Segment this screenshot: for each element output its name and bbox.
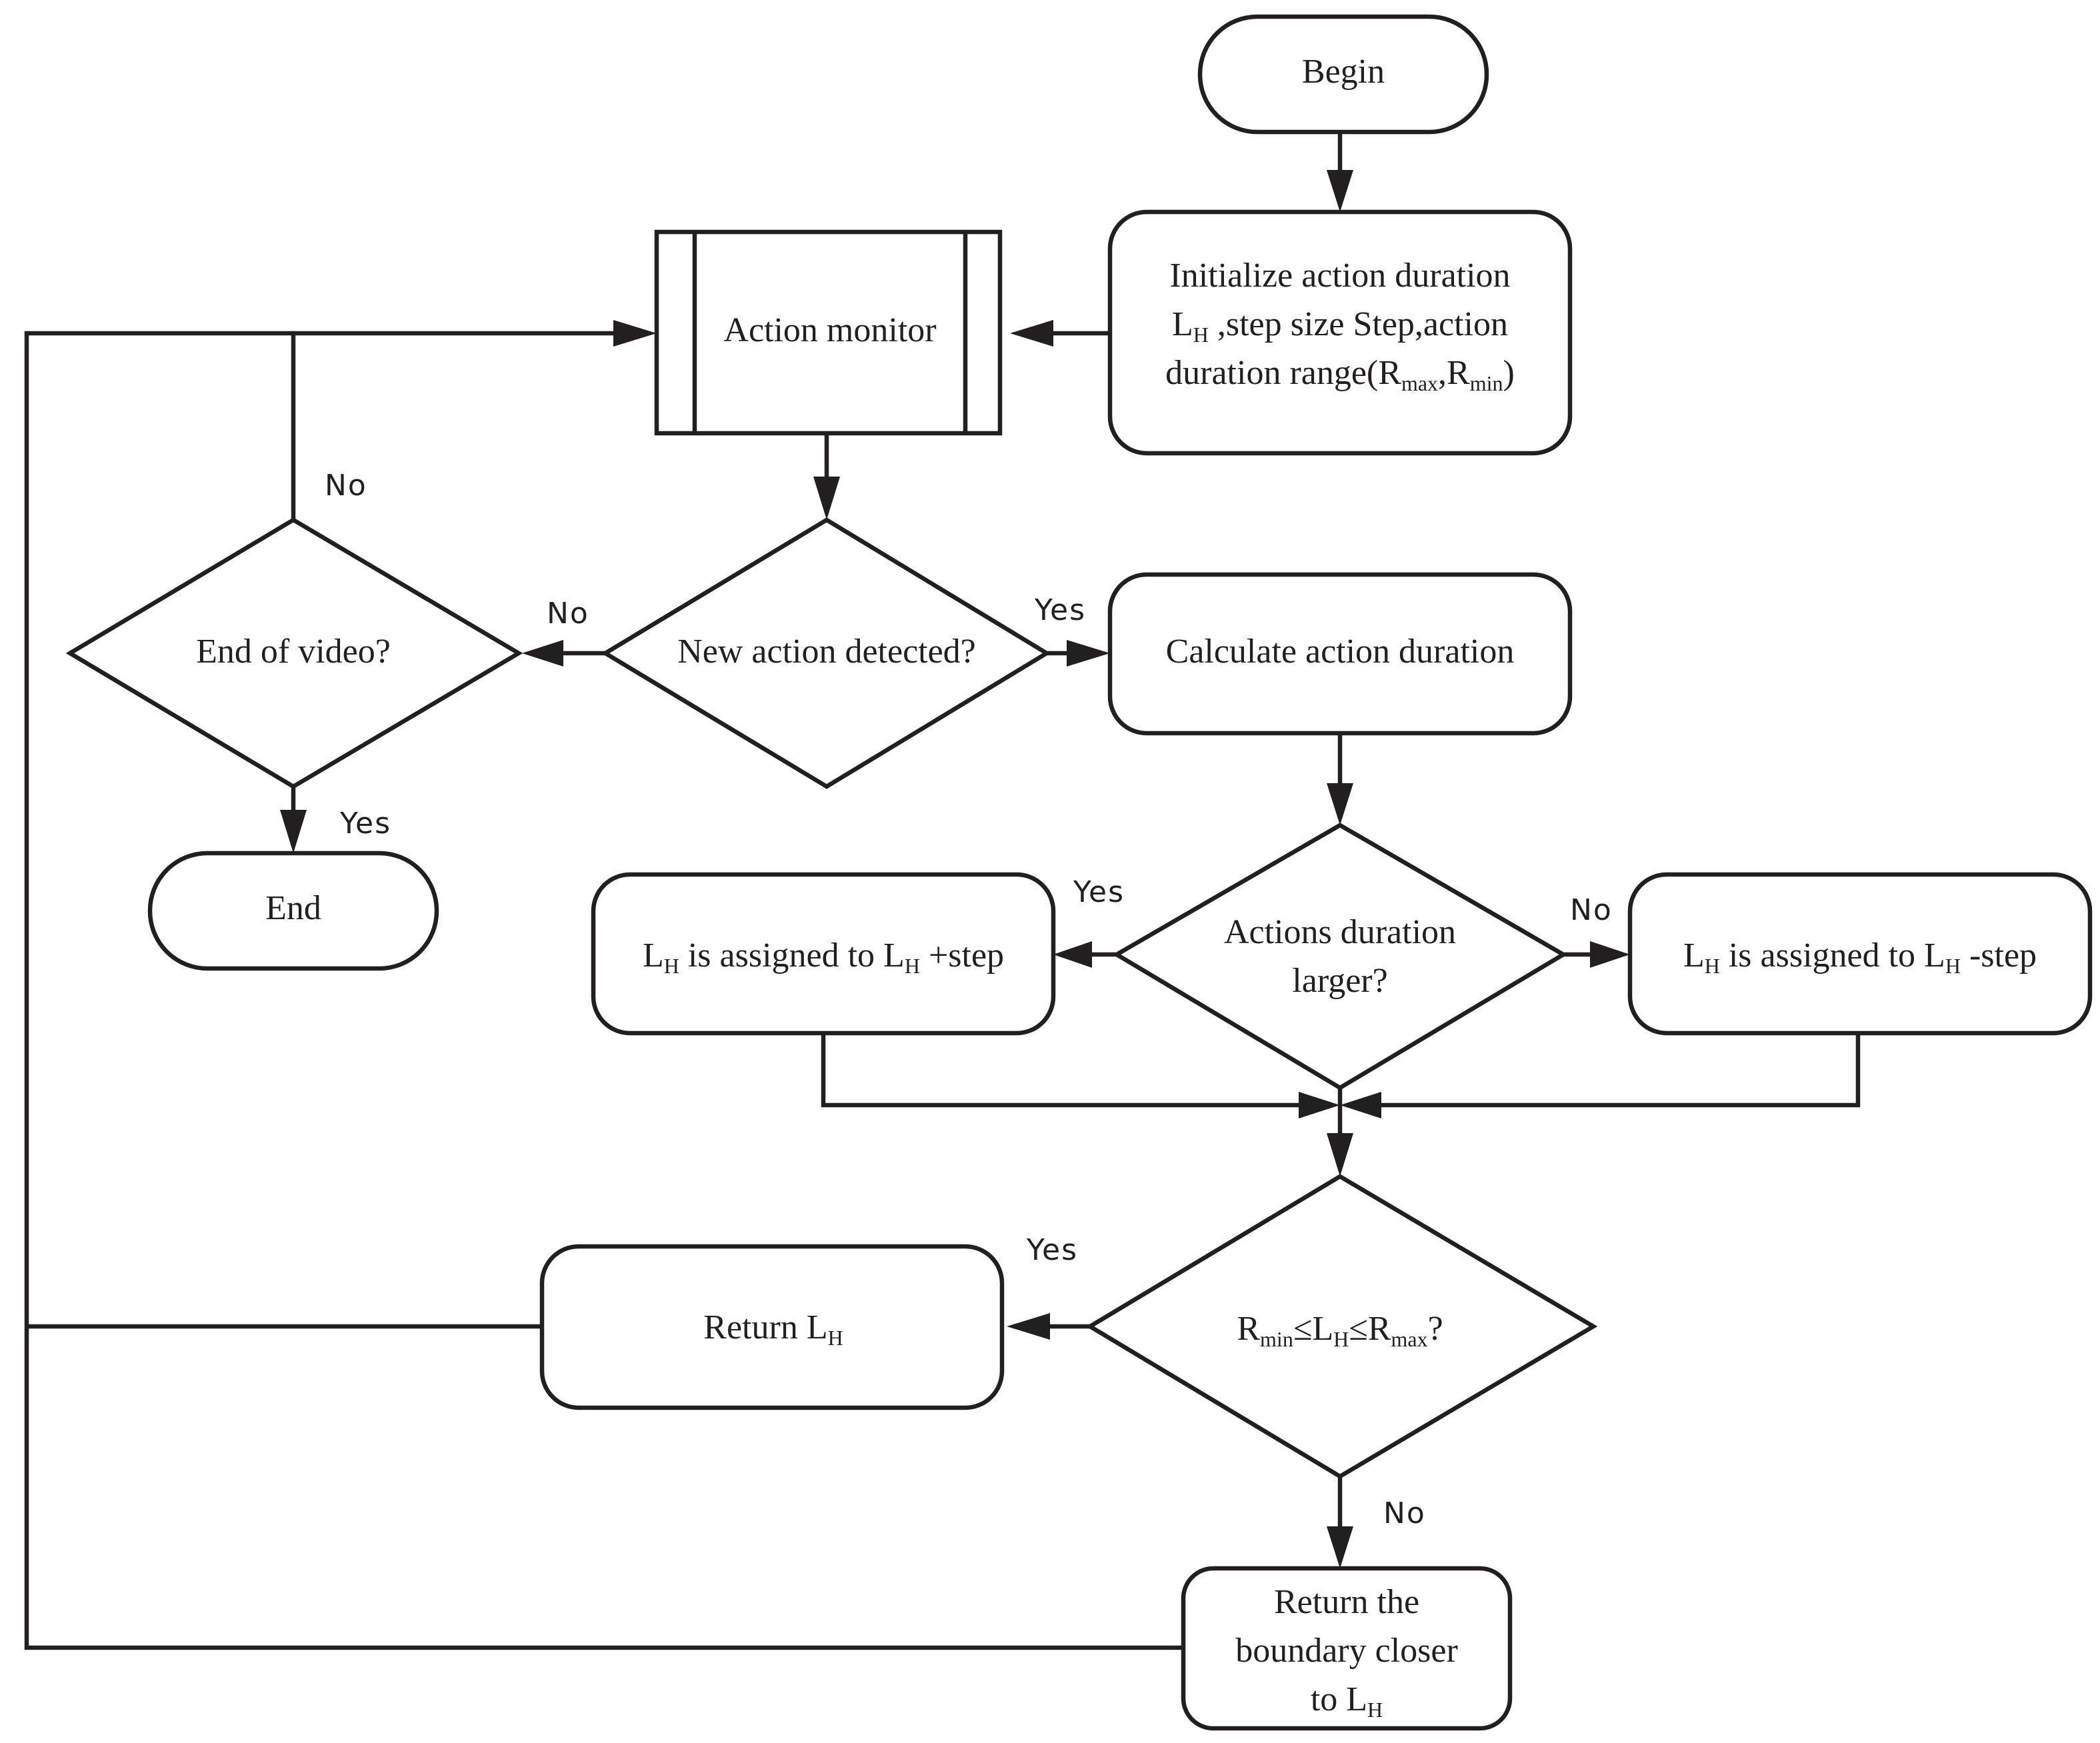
label-yes-larger: Yes <box>1073 875 1125 909</box>
larger-line1: Actions duration <box>1224 913 1456 951</box>
label-no-range: No <box>1383 1496 1426 1530</box>
edge-labels: No No Yes Yes Yes No Yes No <box>325 469 1613 1530</box>
node-return-boundary: Return the boundary closer to LH <box>1181 1566 1513 1731</box>
range-label: Rmin≤LH≤Rmax? <box>1237 1310 1443 1351</box>
arrow-down-range <box>1327 1133 1353 1176</box>
plus-label: LH is assigned to LH +step <box>643 936 1004 978</box>
edge-minus-merge <box>1377 1033 1861 1108</box>
label-no-new-action: No <box>547 597 589 631</box>
arrow-right-calc <box>1067 640 1110 667</box>
arrow-left-monitor <box>1010 320 1053 347</box>
calc-label: Calculate action duration <box>1166 633 1515 671</box>
return-lh-label: Return LH <box>703 1308 843 1350</box>
end-video-label: End of video? <box>196 633 391 671</box>
edge-boundary-loop <box>24 331 1183 1650</box>
arrow-left-return <box>1007 1313 1050 1340</box>
arrow-down-end <box>280 810 307 853</box>
label-yes-end-video: Yes <box>339 807 391 841</box>
edge-plus-merge <box>821 1033 1303 1108</box>
boundary-line2: boundary closer <box>1235 1632 1458 1670</box>
arrow-down-boundary <box>1327 1526 1353 1568</box>
arrow-left-merge <box>1340 1092 1381 1118</box>
node-range-check: Rmin≤LH≤Rmax? <box>1085 1174 1598 1479</box>
init-line2: LH ,step size Step,action <box>1172 305 1508 347</box>
arrow-right-merge <box>1299 1092 1340 1118</box>
node-end: End <box>147 851 439 971</box>
node-action-monitor: Action monitor <box>654 229 1003 436</box>
boundary-line3: to LH <box>1311 1680 1383 1722</box>
node-begin: Begin <box>1197 14 1489 135</box>
init-line1: Initialize action duration <box>1169 257 1510 295</box>
node-duration-larger: Actions duration larger? <box>1112 823 1568 1090</box>
node-calculate-duration: Calculate action duration <box>1107 572 1573 736</box>
label-no-larger: No <box>1570 893 1613 927</box>
node-return-lh: Return LH <box>539 1244 1005 1410</box>
node-new-action-detected: New action detected? <box>601 517 1051 789</box>
label-no-end-video: No <box>325 469 367 503</box>
larger-line2: larger? <box>1292 962 1387 1000</box>
label-yes-new-action: Yes <box>1034 593 1086 627</box>
label-yes-range: Yes <box>1026 1233 1078 1267</box>
new-action-label: New action detected? <box>677 633 976 671</box>
arrow-left-plus <box>1053 941 1092 968</box>
node-end-of-video: End of video? <box>65 517 523 789</box>
monitor-label: Action monitor <box>723 311 936 349</box>
arrow-right-monitor <box>613 320 657 347</box>
arrow-down-init <box>1327 170 1353 212</box>
node-assign-minus-step: LH is assigned to LH -step <box>1627 872 2093 1036</box>
init-line3: duration range(Rmax,Rmin) <box>1165 354 1515 395</box>
arrow-right-minus <box>1590 941 1630 968</box>
arrow-down-larger <box>1327 783 1353 825</box>
minus-label: LH is assigned to LH -step <box>1683 936 2037 978</box>
arrowheads <box>280 170 1630 1568</box>
node-initialize: Initialize action duration LH ,step size… <box>1107 209 1573 456</box>
end-label: End <box>265 889 321 927</box>
begin-label: Begin <box>1302 53 1385 91</box>
node-assign-plus-step: LH is assigned to LH +step <box>591 872 1056 1036</box>
arrow-down-newaction <box>813 477 840 520</box>
arrow-left-endvideo <box>522 640 563 667</box>
boundary-line1: Return the <box>1274 1583 1419 1621</box>
